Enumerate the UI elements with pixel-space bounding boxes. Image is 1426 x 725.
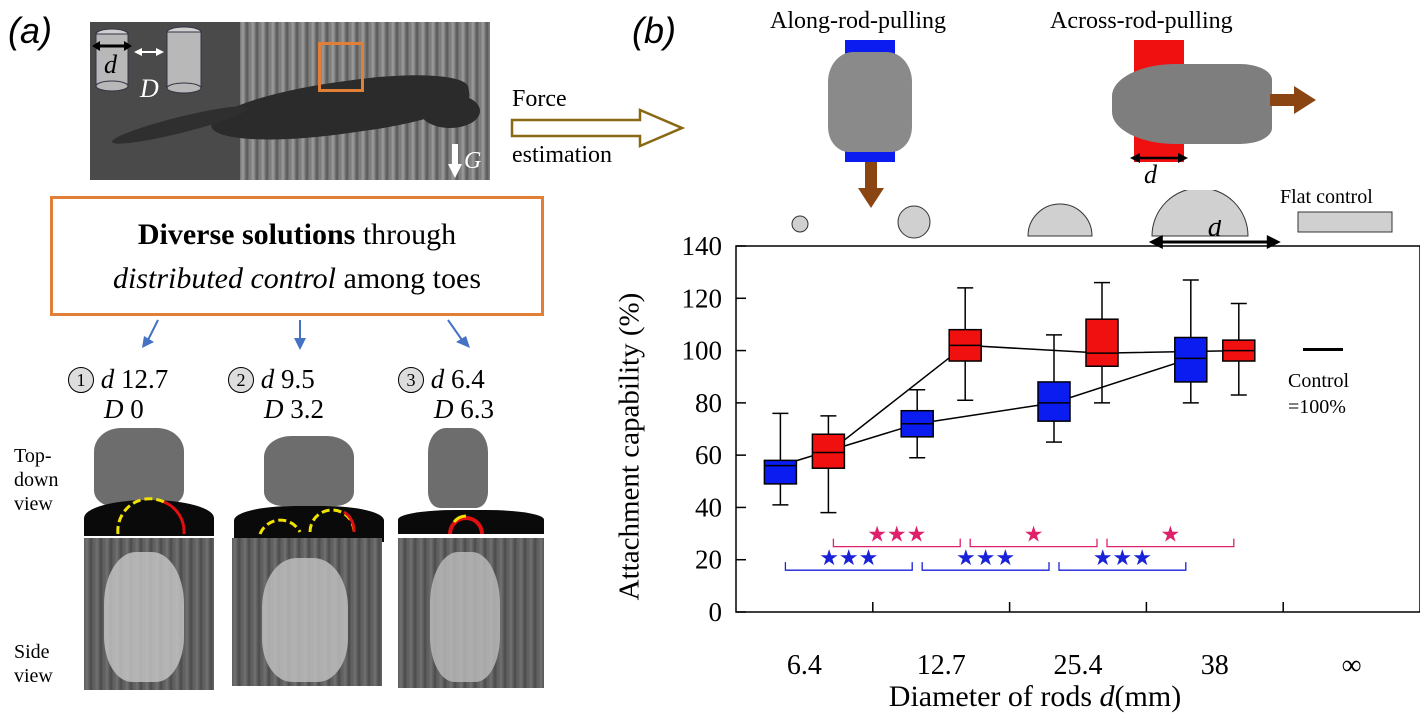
along-rod-pulling-label: Along-rod-pulling <box>770 8 946 34</box>
y-axis-label: Attachment capability (%) <box>613 292 646 601</box>
x-tick-label: 25.4 <box>1054 650 1103 681</box>
case-2-number: 2 <box>228 367 254 393</box>
gecko-climbing-photo: d D G <box>90 22 490 180</box>
x-axis-label-var: d <box>1099 680 1115 713</box>
side-view-photo-3 <box>398 538 544 688</box>
across-significance-bracket <box>1106 538 1235 548</box>
case-2-label: 2 d 9.5 D 3.2 <box>228 364 368 424</box>
plot-frame <box>735 245 1420 613</box>
case-1-D-value: 0 <box>130 394 144 424</box>
along-box <box>1037 381 1071 422</box>
rod-width-arrow-icon <box>1130 153 1188 163</box>
case-arrows <box>142 319 470 350</box>
case-1-d-value: 12.7 <box>121 364 169 394</box>
case-3-D-value: 6.3 <box>460 394 494 424</box>
control-line-legend <box>1303 348 1343 351</box>
cylinder-icons <box>92 26 202 94</box>
across-rod-foot <box>1112 64 1272 144</box>
d-span-arrowhead-left <box>1148 235 1163 249</box>
side-view-photo-2 <box>232 538 382 686</box>
rod-cross-section-icons <box>791 190 1393 239</box>
x-tick-label: ∞ <box>1342 650 1362 681</box>
along-median-trend-line <box>780 357 1192 467</box>
x-tick-label: 38 <box>1201 650 1229 681</box>
across-significance-bracket <box>832 538 961 548</box>
across-box <box>1085 318 1119 368</box>
along-significance-stars: ★★★ <box>819 546 878 571</box>
along-significance-bracket <box>784 562 913 571</box>
along-significance-stars: ★★★ <box>956 546 1015 571</box>
case-3-d-symbol: d <box>430 364 445 394</box>
case-1-d-symbol: d <box>100 364 115 394</box>
across-significance-bracket <box>969 538 1098 548</box>
force-label: Force <box>512 86 567 112</box>
force-estimation-arrow-icon <box>510 108 685 148</box>
d-span-arrowhead-right <box>1266 235 1281 249</box>
flat-control-label: Flat control <box>1280 186 1373 208</box>
case-2-D-value: 3.2 <box>290 394 324 424</box>
y-tick-label: 0 <box>709 597 723 627</box>
blurb-bold: Diverse solutions <box>137 218 356 251</box>
along-significance-bracket <box>921 562 1050 571</box>
across-significance-stars: ★ <box>1024 523 1044 548</box>
case-2-D-symbol: D <box>264 394 284 424</box>
case-3-D-symbol: D <box>434 394 454 424</box>
along-box <box>763 459 798 485</box>
across-d-symbol: d <box>1144 160 1157 189</box>
blurb-italic: distributed control <box>112 262 337 295</box>
y-tick-label: 120 <box>682 283 723 313</box>
along-pull-arrow-icon <box>858 162 884 208</box>
along-significance-bracket <box>1058 562 1187 571</box>
x-axis-label-prefix: Diameter of rods <box>888 680 1100 713</box>
photo-D-label: D <box>140 74 159 103</box>
across-box <box>811 433 846 469</box>
case-1-D-symbol: D <box>104 394 124 424</box>
x-tick-label: 12.7 <box>917 650 966 681</box>
panel-b-letter: (b) <box>632 10 676 51</box>
top-down-photos <box>84 428 544 542</box>
control-label: Control =100% <box>1288 370 1350 418</box>
case-2-d-value: 9.5 <box>281 364 315 394</box>
y-tick-label: 100 <box>682 336 723 366</box>
panel-a-letter: (a) <box>8 10 52 51</box>
across-median-trend-line <box>827 344 1239 454</box>
across-significance-stars: ★ <box>1161 523 1181 548</box>
case-3-d-value: 6.4 <box>451 364 485 394</box>
x-tick-label: 6.4 <box>787 650 822 681</box>
y-tick-label: 60 <box>695 440 722 470</box>
diverse-solutions-box: Diverse solutions through distributed co… <box>50 196 544 316</box>
blurb-rest1: through <box>355 218 457 251</box>
case-3-number: 3 <box>398 367 424 393</box>
case-2-d-symbol: d <box>260 364 275 394</box>
y-tick-label: 80 <box>695 388 722 418</box>
y-tick-label: 40 <box>695 492 722 522</box>
d-span-label: d <box>1208 220 1223 243</box>
side-view-photo-1 <box>84 538 214 690</box>
estimation-label: estimation <box>512 142 612 168</box>
across-rod-pulling-label: Across-rod-pulling <box>1050 8 1233 34</box>
y-tick-label: 20 <box>695 545 722 575</box>
along-rod-foot <box>828 52 912 152</box>
gravity-arrow-icon <box>448 144 462 178</box>
along-significance-stars: ★★★ <box>1093 546 1152 571</box>
x-axis-label: Diameter of rods d(mm) <box>735 680 1335 714</box>
foot-highlight-box <box>318 42 364 92</box>
y-tick-label: 140 <box>682 231 723 261</box>
case-1-label: 1 d 12.7 D 0 <box>68 364 208 424</box>
across-pull-arrow-icon <box>1270 86 1316 114</box>
blurb-rest2: among toes <box>336 262 482 295</box>
gravity-label: G <box>464 148 482 174</box>
case-3-label: 3 d 6.4 D 6.3 <box>398 364 538 424</box>
along-box <box>1174 336 1208 383</box>
photo-d-label: d <box>104 50 117 79</box>
x-axis-label-unit: (mm) <box>1114 680 1182 713</box>
across-significance-stars: ★★★ <box>867 523 926 548</box>
case-1-number: 1 <box>68 367 94 393</box>
